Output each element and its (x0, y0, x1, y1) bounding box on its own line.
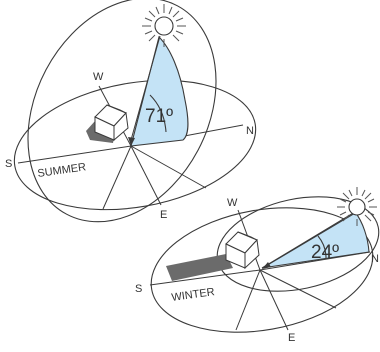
summer-south-label: S (5, 158, 12, 170)
summer-house-icon (94, 104, 129, 142)
summer-extra-line-1 (102, 145, 132, 210)
summer-arrowhead (128, 137, 135, 146)
summer-sun-ray (130, 35, 161, 141)
summer-east-label: E (160, 209, 167, 221)
summer-diagram: 71º W N S E SUMMER (5, 0, 257, 223)
winter-sun-ray (265, 211, 358, 267)
summer-angle-arc (149, 94, 167, 133)
summer-sun-icon (142, 4, 186, 47)
winter-west-label: W (227, 197, 238, 209)
winter-east-label: E (288, 332, 295, 344)
winter-north-label: N (371, 253, 379, 265)
winter-house-icon (225, 231, 260, 270)
summer-sun-path-orbit (27, 0, 217, 223)
summer-east-line (130, 145, 162, 206)
winter-south-line (149, 269, 261, 286)
summer-horizon-ellipse (13, 79, 257, 211)
winter-house-shadow (166, 254, 233, 281)
winter-diagram: 24º W N S E WINTER (135, 187, 380, 344)
winter-horizon-ellipse (150, 207, 374, 333)
summer-angle-label: 71º (145, 106, 173, 127)
winter-arrowhead (262, 262, 271, 269)
summer-sky-wedge (130, 35, 189, 147)
winter-east-line (259, 269, 289, 331)
summer-west-label: W (93, 71, 104, 83)
winter-south-label: S (135, 283, 142, 295)
winter-angle-arc (317, 235, 327, 259)
winter-season-label: WINTER (171, 286, 216, 304)
winter-angle-label: 24º (311, 242, 339, 263)
winter-extra-line-2 (259, 269, 337, 309)
winter-extra-line-1 (235, 269, 261, 331)
summer-south-line (17, 145, 132, 164)
summer-extra-line-2 (130, 145, 207, 189)
summer-season-label: SUMMER (37, 161, 87, 180)
winter-sun-icon (337, 187, 377, 226)
summer-north-label: N (246, 125, 254, 137)
